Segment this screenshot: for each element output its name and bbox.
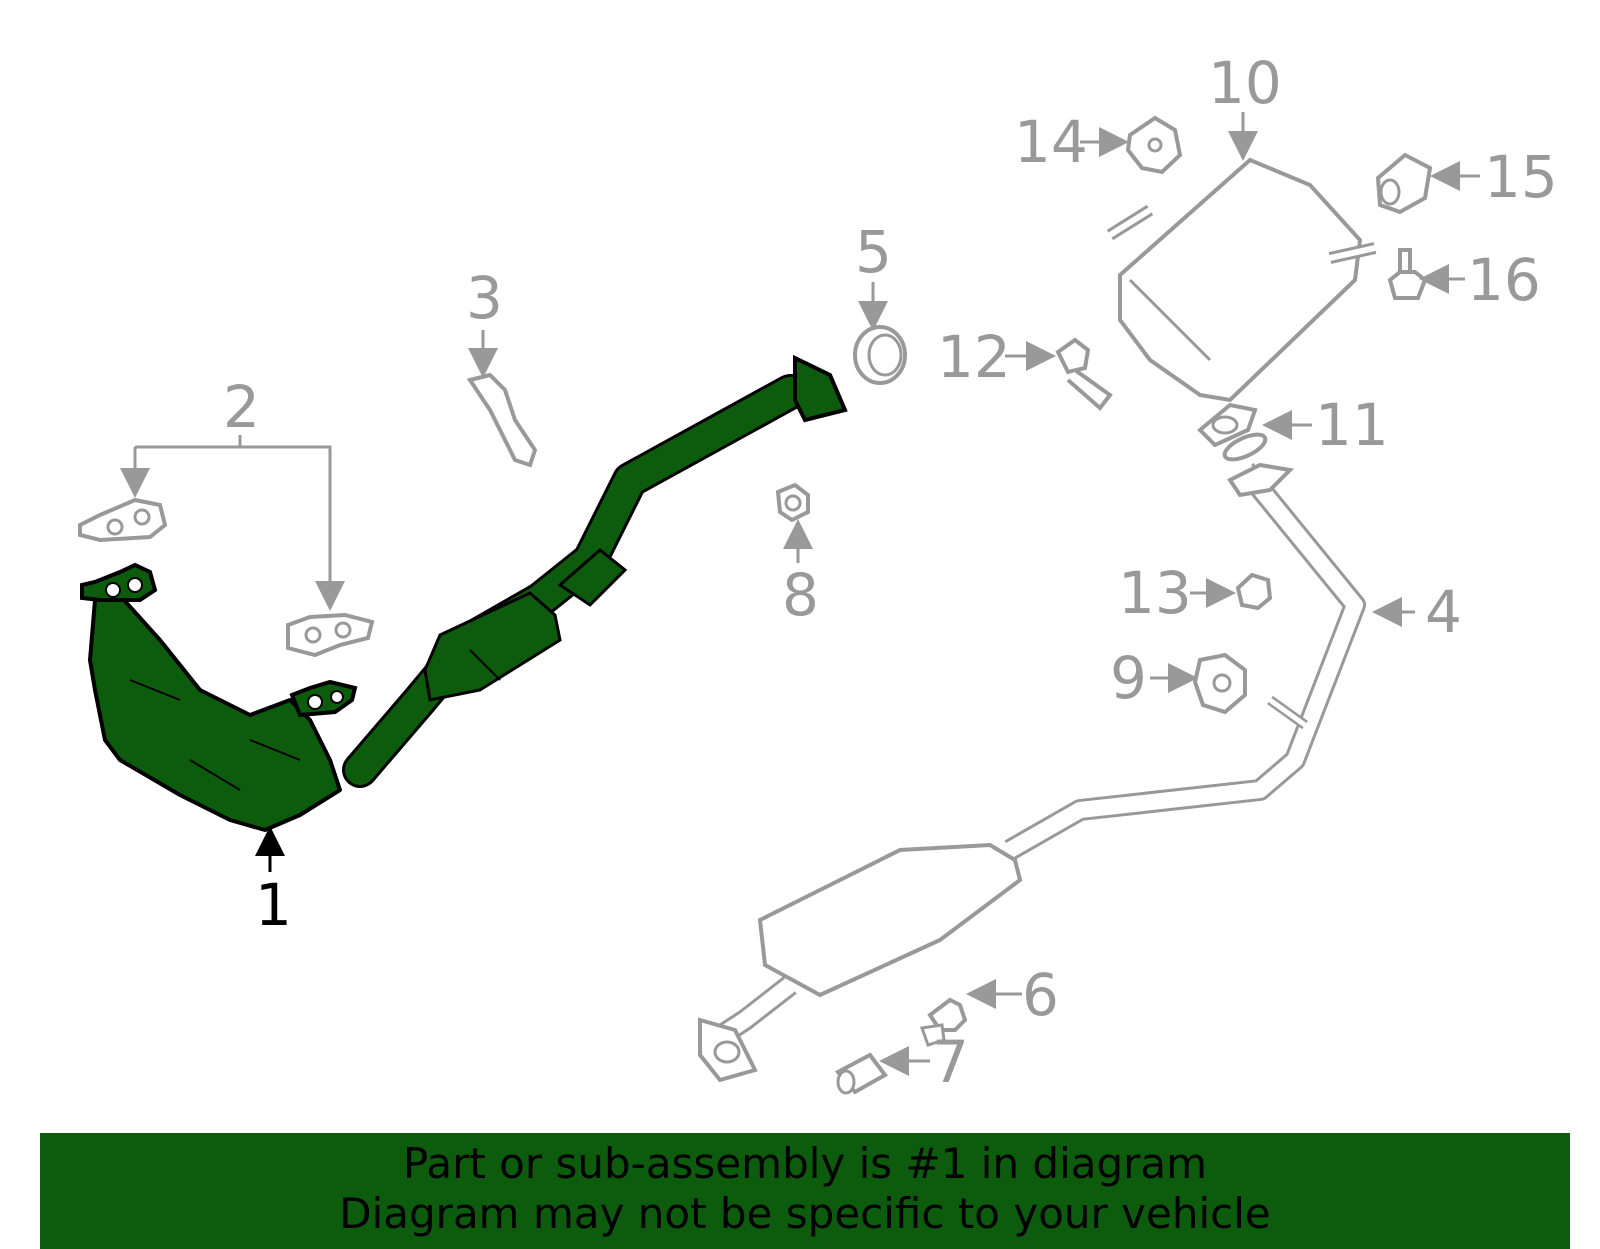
part-6-stud[interactable] xyxy=(919,997,968,1047)
callout-6: 6 xyxy=(1022,961,1059,1029)
leader-arrows xyxy=(120,112,1480,1076)
callout-8: 8 xyxy=(782,561,819,629)
part-info-banner: Part or sub-assembly is #1 in diagram Di… xyxy=(40,1133,1570,1249)
part-1-front-exhaust-pipe[interactable] xyxy=(80,354,848,832)
callout-7: 7 xyxy=(932,1028,969,1096)
part-12-bolt[interactable] xyxy=(1055,337,1113,411)
banner-line-part-number: Part or sub-assembly is #1 in diagram xyxy=(402,1139,1208,1188)
callout-10: 10 xyxy=(1208,49,1282,117)
part-14-hanger[interactable] xyxy=(1125,115,1183,175)
callout-11: 11 xyxy=(1315,391,1389,459)
banner-line-disclaimer: Diagram may not be specific to your vehi… xyxy=(339,1189,1271,1238)
part-7-bushing[interactable] xyxy=(834,1052,888,1095)
callout-12: 12 xyxy=(937,323,1011,391)
part-4-center-pipe[interactable] xyxy=(698,462,1366,1083)
callout-13: 13 xyxy=(1118,559,1192,627)
part-16-bolt[interactable] xyxy=(1387,248,1428,300)
part-15-cap[interactable] xyxy=(1375,152,1433,215)
part-8-nut[interactable] xyxy=(775,482,810,523)
part-13-nut[interactable] xyxy=(1235,572,1273,611)
callout-4: 4 xyxy=(1425,578,1462,646)
callout-16: 16 xyxy=(1467,246,1541,314)
callout-2: 2 xyxy=(223,373,260,441)
part-5-seal-ring[interactable] xyxy=(853,325,907,385)
part-10-muffler[interactable] xyxy=(1106,157,1377,448)
callout-9: 9 xyxy=(1110,644,1147,712)
callout-5: 5 xyxy=(855,218,892,286)
part-3-bracket[interactable] xyxy=(466,372,538,468)
callout-15: 15 xyxy=(1484,143,1558,211)
callout-1: 1 xyxy=(255,871,292,939)
part-2-gaskets[interactable] xyxy=(78,497,375,658)
callout-14: 14 xyxy=(1014,108,1088,176)
callout-3: 3 xyxy=(466,264,503,332)
part-9-hanger[interactable] xyxy=(1192,652,1247,715)
